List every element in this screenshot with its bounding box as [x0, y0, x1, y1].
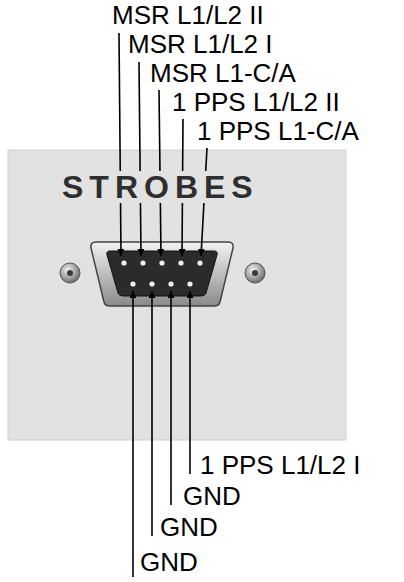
pin [197, 260, 202, 265]
pin [140, 260, 145, 265]
pin [121, 260, 126, 265]
pin [178, 260, 183, 265]
signal-name: GND [140, 549, 198, 575]
leader-arrow [151, 291, 153, 536]
pin [159, 260, 164, 265]
signal-name: MSR L1/L2 II [112, 2, 264, 28]
connector-insert [107, 251, 217, 296]
screw-hole [252, 270, 258, 276]
screw [245, 263, 265, 283]
leader-arrow [139, 62, 141, 256]
signal-name: 1 PPS L1-C/A [197, 118, 359, 144]
pins [121, 260, 202, 286]
screw-hole [67, 270, 73, 276]
panel-edge [8, 150, 346, 440]
pin [168, 281, 173, 286]
pin [149, 281, 154, 286]
screw [60, 263, 80, 283]
leader-arrow [170, 291, 172, 505]
signal-name: 1 PPS L1/L2 II [172, 89, 340, 115]
signal-name: MSR L1/L2 I [128, 31, 273, 57]
pin [130, 281, 135, 286]
signal-name: MSR L1-C/A [150, 60, 296, 86]
leader-arrow [189, 291, 191, 474]
panel [8, 150, 346, 440]
pin [187, 281, 192, 286]
panel-marking: STROBES [60, 171, 261, 203]
leader-arrow [119, 33, 121, 256]
signal-name: GND [160, 514, 218, 540]
leader-arrow [132, 291, 134, 577]
connector-shell [91, 242, 233, 306]
signal-name: 1 PPS L1/L2 I [200, 452, 360, 478]
signal-name: GND [183, 483, 241, 509]
